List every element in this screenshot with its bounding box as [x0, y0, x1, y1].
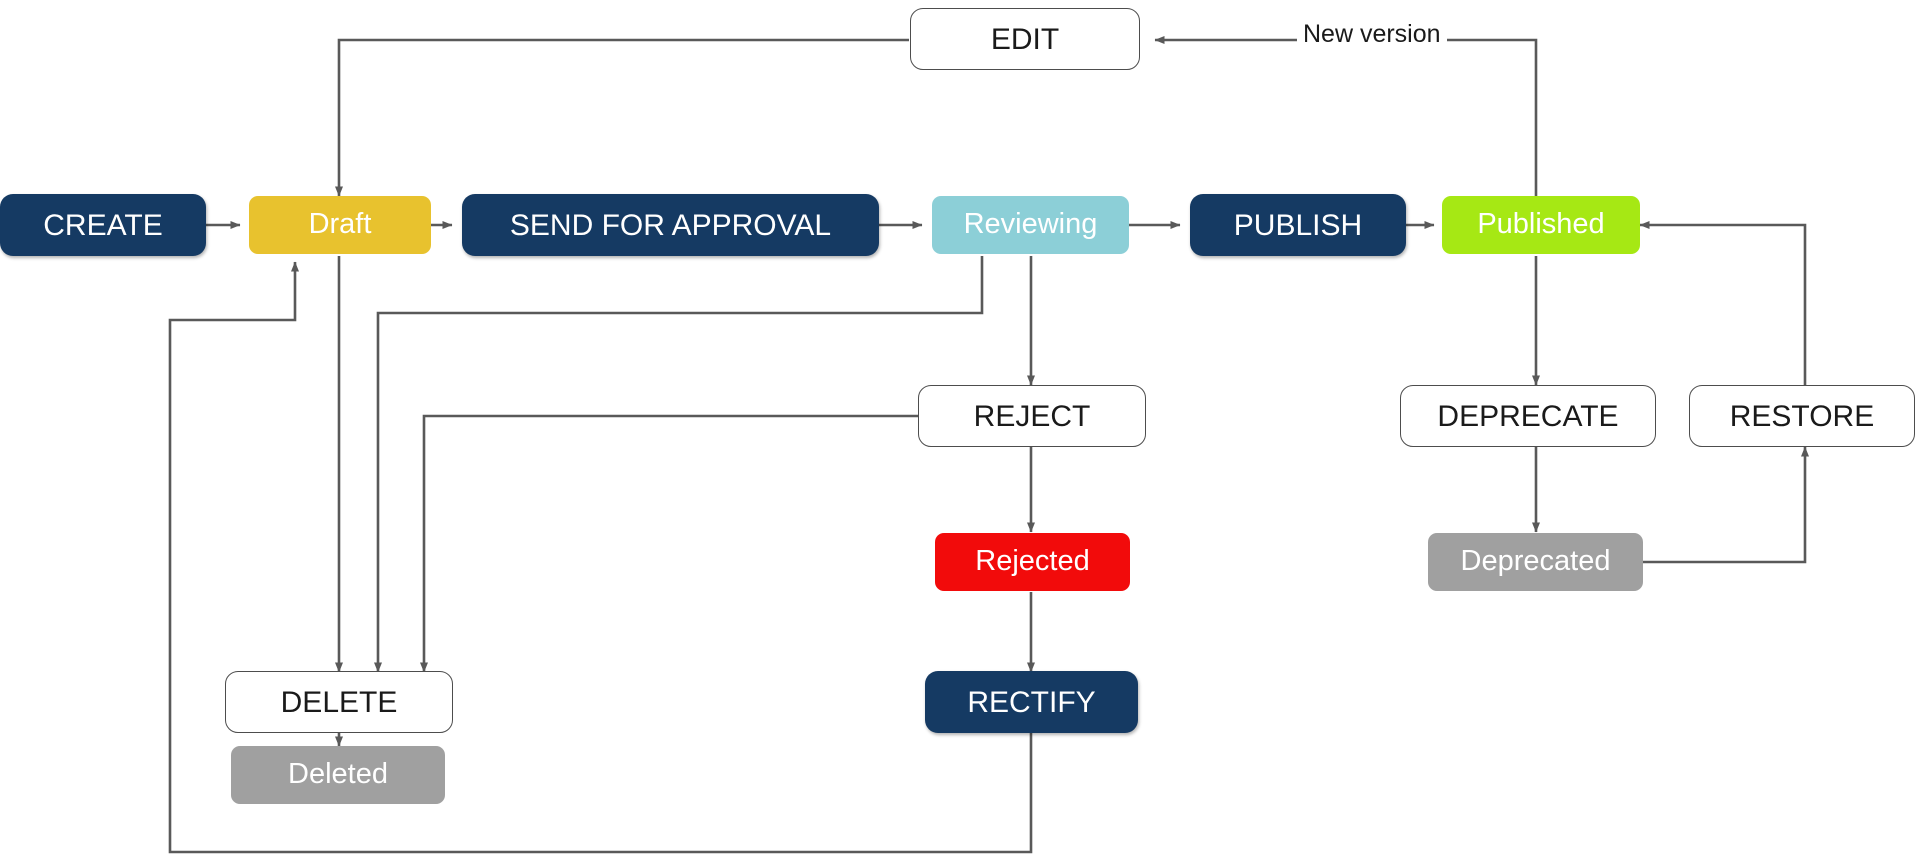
- node-delete[interactable]: DELETE: [225, 671, 453, 733]
- node-create-label: CREATE: [43, 208, 163, 242]
- edge-reviewing-to-delete: [374, 256, 984, 673]
- node-rejected[interactable]: Rejected: [935, 533, 1130, 591]
- node-publish[interactable]: PUBLISH: [1190, 194, 1406, 256]
- node-published-label: Published: [1477, 208, 1605, 241]
- node-reject-label: REJECT: [973, 399, 1091, 433]
- node-rejected-label: Rejected: [975, 545, 1090, 578]
- node-reject[interactable]: REJECT: [918, 385, 1146, 447]
- node-edit[interactable]: EDIT: [910, 8, 1140, 70]
- edge-label-new-version: New version: [1297, 20, 1447, 49]
- node-published[interactable]: Published: [1442, 196, 1640, 254]
- node-deprecated[interactable]: Deprecated: [1428, 533, 1643, 591]
- node-restore-label: RESTORE: [1729, 399, 1875, 433]
- node-create[interactable]: CREATE: [0, 194, 206, 256]
- node-publish-label: PUBLISH: [1233, 208, 1363, 242]
- node-rectify-label: RECTIFY: [967, 685, 1096, 719]
- node-reviewing[interactable]: Reviewing: [932, 196, 1129, 254]
- node-rectify[interactable]: RECTIFY: [925, 671, 1138, 733]
- edge-edit-to-draft: [335, 38, 909, 197]
- edge-restore-to-published: [1639, 221, 1807, 385]
- edge-rectify-to-draft: [168, 261, 1033, 854]
- node-draft[interactable]: Draft: [249, 196, 431, 254]
- edge-reject-to-delete: [420, 414, 918, 673]
- edge-published-to-edit: [1154, 36, 1538, 196]
- node-deleted-label: Deleted: [288, 758, 388, 791]
- node-edit-label: EDIT: [990, 22, 1060, 56]
- node-delete-label: DELETE: [280, 685, 398, 719]
- edge-deprecated-to-restore: [1642, 446, 1809, 564]
- node-restore[interactable]: RESTORE: [1689, 385, 1915, 447]
- node-deleted[interactable]: Deleted: [231, 746, 445, 804]
- node-draft-label: Draft: [308, 208, 372, 241]
- node-deprecated-label: Deprecated: [1460, 545, 1611, 578]
- node-deprecate[interactable]: DEPRECATE: [1400, 385, 1656, 447]
- node-send-for-approval[interactable]: SEND FOR APPROVAL: [462, 194, 879, 256]
- edge-label-new-version-text: New version: [1303, 20, 1441, 48]
- node-deprecate-label: DEPRECATE: [1437, 399, 1619, 433]
- node-send-for-approval-label: SEND FOR APPROVAL: [509, 208, 832, 242]
- node-reviewing-label: Reviewing: [963, 208, 1098, 241]
